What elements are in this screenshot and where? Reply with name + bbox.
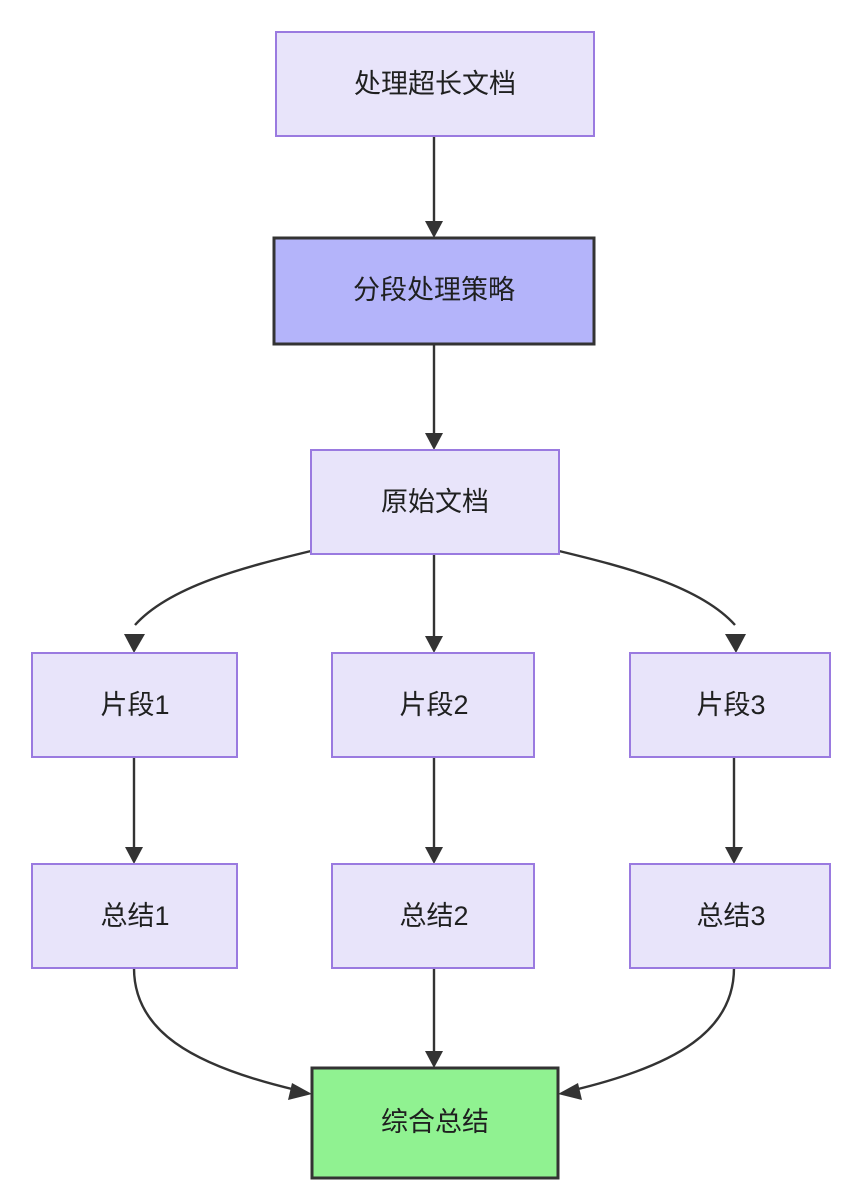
arrowhead-icon xyxy=(725,634,746,653)
node-doc-label: 处理超长文档 xyxy=(354,69,516,99)
node-chunk1[interactable]: 片段1 xyxy=(31,652,238,758)
edge-source-to-chunk1 xyxy=(124,549,312,653)
arrowhead-icon xyxy=(425,1051,443,1068)
node-summary1-box[interactable] xyxy=(31,863,238,969)
node-strategy[interactable]: 分段处理策略 xyxy=(272,236,596,346)
node-chunk2-label: 片段2 xyxy=(399,690,468,720)
node-source-label: 原始文档 xyxy=(381,487,489,517)
arrowhead-icon xyxy=(725,847,743,864)
arrowhead-icon xyxy=(124,634,145,653)
node-chunk1-box[interactable] xyxy=(31,652,238,758)
node-summary2-label: 总结2 xyxy=(399,901,468,931)
edge-chunk2-to-summary2 xyxy=(425,757,443,864)
node-doc[interactable]: 处理超长文档 xyxy=(275,31,595,137)
edge-strategy-to-source xyxy=(425,344,443,450)
node-chunk1-label: 片段1 xyxy=(100,690,169,720)
edge-chunk1-to-summary1 xyxy=(125,757,143,864)
arrowhead-icon xyxy=(425,847,443,864)
node-strategy-label: 分段处理策略 xyxy=(353,275,515,305)
node-source[interactable]: 原始文档 xyxy=(310,449,560,555)
edge-summary3-to-final xyxy=(558,967,736,1100)
node-doc-box[interactable] xyxy=(275,31,595,137)
arrowhead-icon xyxy=(125,847,143,864)
node-source-box[interactable] xyxy=(310,449,560,555)
edge-source-to-chunk3 xyxy=(558,549,746,653)
arrowhead-icon xyxy=(288,1083,312,1100)
node-chunk3-box[interactable] xyxy=(629,652,831,758)
edge-summary1-to-final xyxy=(132,967,312,1100)
node-summary3-box[interactable] xyxy=(629,863,831,969)
node-summary2[interactable]: 总结2 xyxy=(331,863,535,969)
node-chunk3-label: 片段3 xyxy=(696,690,765,720)
edge-doc-to-strategy xyxy=(425,136,443,238)
node-summary1-label: 总结1 xyxy=(100,901,169,931)
arrowhead-icon xyxy=(425,221,443,238)
node-final-label: 综合总结 xyxy=(381,1107,489,1137)
node-final[interactable]: 综合总结 xyxy=(310,1066,560,1180)
node-summary1[interactable]: 总结1 xyxy=(31,863,238,969)
node-summary3-label: 总结3 xyxy=(696,901,765,931)
node-summary2-box[interactable] xyxy=(331,863,535,969)
arrowhead-icon xyxy=(558,1083,582,1100)
edge-source-to-chunk2 xyxy=(425,554,443,653)
node-final-box[interactable] xyxy=(310,1066,560,1180)
edge-chunk3-to-summary3 xyxy=(725,757,743,864)
edge-summary2-to-final xyxy=(425,968,443,1068)
node-chunk2[interactable]: 片段2 xyxy=(331,652,535,758)
node-layer: 处理超长文档 分段处理策略 原始文档 片段1 片段2 片段3 总结1 xyxy=(31,31,831,1180)
node-chunk2-box[interactable] xyxy=(331,652,535,758)
arrowhead-icon xyxy=(425,636,443,653)
arrowhead-icon xyxy=(425,433,443,450)
node-strategy-box[interactable] xyxy=(272,236,596,346)
node-summary3[interactable]: 总结3 xyxy=(629,863,831,969)
edge-layer xyxy=(124,136,746,1100)
node-chunk3[interactable]: 片段3 xyxy=(629,652,831,758)
